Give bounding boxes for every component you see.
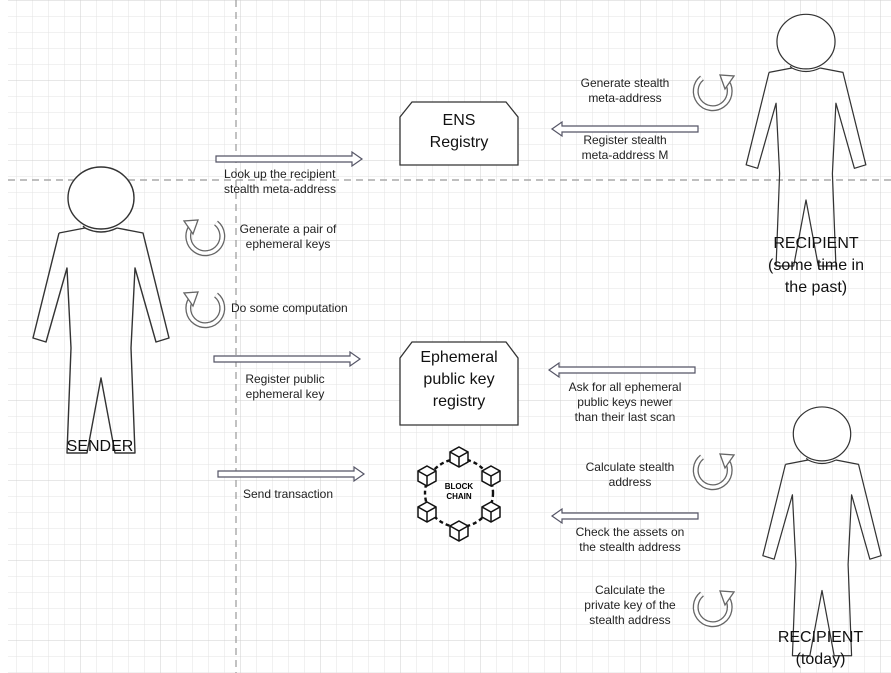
- recipient-past-line-2: (some time in: [767, 257, 865, 274]
- calc-addr-line-2: address: [608, 475, 652, 489]
- register-meta-line-2: meta-address M: [581, 148, 669, 162]
- ask-label: Ask for all ephemeral public keys newer …: [555, 380, 695, 425]
- recipient-today-line-1: RECIPIENT: [777, 629, 864, 646]
- generate-meta-line-2: meta-address: [588, 91, 662, 105]
- gen-keys-label: Generate a pair of ephemeral keys: [226, 222, 350, 252]
- lookup-line-1: Look up the recipient: [224, 167, 336, 181]
- calc-priv-line-3: stealth address: [589, 613, 671, 627]
- cycle-icon-calc-priv: [696, 591, 734, 624]
- recipient-past-line-3: the past): [784, 279, 848, 296]
- calc-addr-line-1: Calculate stealth: [585, 460, 675, 474]
- register-pub-line-1: Register public: [245, 372, 325, 386]
- blockchain-label: BLOCK CHAIN: [429, 482, 489, 502]
- arrow-register-pub: [213, 351, 361, 367]
- generate-meta-label: Generate stealth meta-address: [560, 76, 690, 106]
- ephemeral-line-3: registry: [432, 393, 486, 410]
- ask-line-3: than their last scan: [574, 410, 676, 424]
- blockchain-line-2: CHAIN: [446, 492, 472, 501]
- check-line-1: Check the assets on: [575, 525, 685, 539]
- ens-registry-label: ENS Registry: [400, 110, 518, 154]
- gen-keys-line-2: ephemeral keys: [245, 237, 331, 251]
- recipient-past-figure: [745, 13, 867, 267]
- ens-registry-box: [399, 101, 519, 166]
- calc-addr-label: Calculate stealth address: [570, 460, 690, 490]
- gen-keys-line-1: Generate a pair of: [239, 222, 337, 236]
- calc-priv-label: Calculate the private key of the stealth…: [570, 583, 690, 628]
- cycle-icon-generate-meta: [696, 75, 734, 108]
- ephemeral-line-2: public key: [423, 371, 495, 388]
- blockchain-icon: [417, 446, 501, 542]
- blockchain-line-1: BLOCK: [444, 482, 474, 491]
- recipient-today-figure: [762, 406, 882, 657]
- lookup-label: Look up the recipient stealth meta-addre…: [224, 167, 366, 197]
- register-meta-label: Register stealth meta-address M: [560, 133, 690, 163]
- check-label: Check the assets on the stealth address: [565, 525, 695, 555]
- recipient-past-label: RECIPIENT (some time in the past): [741, 233, 891, 299]
- register-pub-line-2: ephemeral key: [245, 387, 325, 401]
- register-meta-line-1: Register stealth: [583, 133, 667, 147]
- calc-priv-line-2: private key of the: [584, 598, 676, 612]
- ens-line-1: ENS: [442, 112, 476, 129]
- register-pub-label: Register public ephemeral key: [230, 372, 340, 402]
- cycle-icon-computation: [184, 292, 222, 325]
- lookup-line-2: stealth meta-address: [224, 182, 337, 196]
- arrow-ask: [548, 362, 696, 378]
- ephemeral-line-1: Ephemeral: [420, 349, 498, 366]
- sender-figure: [32, 166, 170, 454]
- recipient-past-line-1: RECIPIENT: [773, 235, 859, 252]
- ens-line-2: Registry: [429, 134, 489, 151]
- ask-line-1: Ask for all ephemeral: [568, 380, 682, 394]
- sender-label: SENDER: [66, 438, 134, 455]
- check-line-2: the stealth address: [579, 540, 681, 554]
- arrow-lookup: [215, 151, 363, 167]
- ephemeral-registry-box: [399, 341, 519, 426]
- recipient-today-label: RECIPIENT (today): [750, 627, 891, 671]
- calc-priv-line-1: Calculate the: [594, 583, 666, 597]
- send-tx-label: Send transaction: [242, 487, 334, 501]
- recipient-today-line-2: (today): [795, 651, 846, 668]
- cycle-icon-gen-keys: [184, 220, 222, 253]
- cycle-icon-calc-addr: [696, 454, 734, 487]
- arrow-send-tx: [217, 466, 365, 482]
- generate-meta-line-1: Generate stealth: [580, 76, 670, 90]
- ephemeral-registry-label: Ephemeral public key registry: [400, 347, 518, 413]
- ask-line-2: public keys newer: [577, 395, 673, 409]
- computation-label: Do some computation: [231, 301, 348, 315]
- arrow-check: [551, 508, 699, 524]
